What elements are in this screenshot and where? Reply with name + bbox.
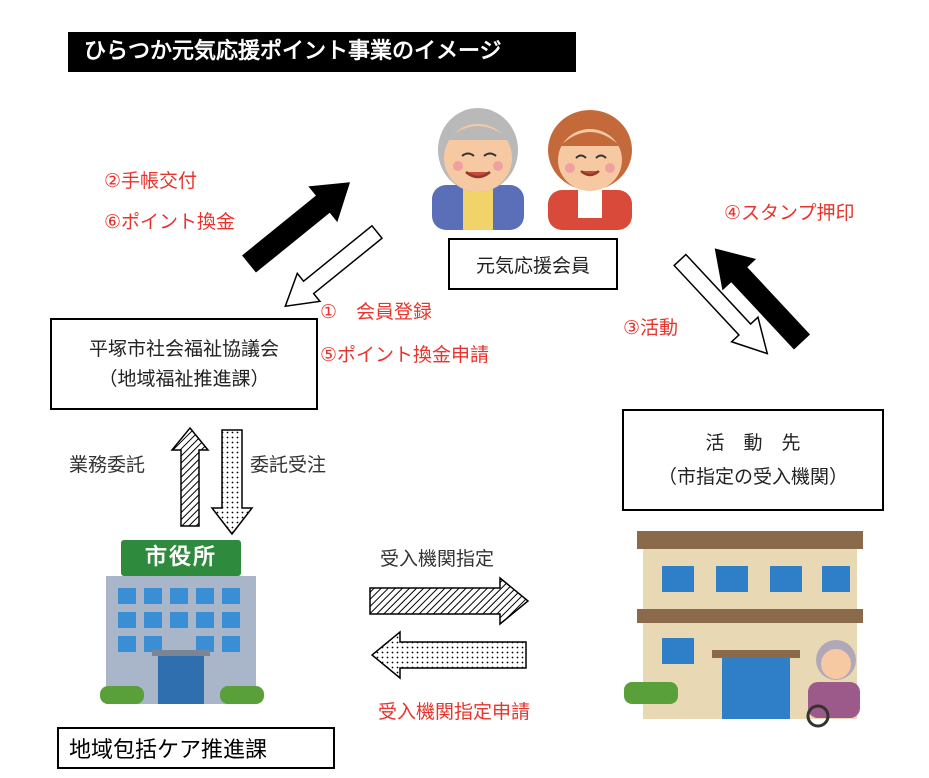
council-box: 平塚市社会福祉協議会 （地域福祉推進課） [50, 318, 318, 410]
arrow-designation-right [369, 576, 530, 626]
label-stamp: ④スタンプ押印 [724, 202, 855, 224]
council-division: （地域福祉推進課） [98, 368, 270, 390]
page-title: ひらつか元気応援ポイント事業のイメージ [68, 32, 576, 72]
care-section-box: 地域包括ケア推進課 [57, 727, 335, 769]
label-registration: ① 会員登録 [320, 301, 433, 323]
label-commission-accept: 委託受注 [250, 454, 327, 476]
activity-site-title: 活 動 先 [705, 432, 801, 454]
label-designation-request: 受入機関指定申請 [378, 701, 531, 723]
label-exchange-request: ⑤ポイント換金申請 [320, 344, 490, 366]
council-name: 平塚市社会福祉協議会 [88, 338, 279, 360]
arrow-designation-left [370, 630, 527, 680]
elderly-couple-icon [432, 108, 632, 230]
care-facility-icon [624, 531, 863, 728]
arrow-to-activity-white [673, 253, 769, 355]
city-hall-icon [100, 540, 264, 704]
arrow-commission-down [210, 429, 254, 536]
city-hall-sign: 市役所 [144, 545, 217, 570]
member-box: 元気応援会員 [448, 238, 618, 290]
arrow-commission-up [170, 426, 210, 527]
arrow-to-member-black [242, 182, 351, 273]
member-label: 元気応援会員 [475, 254, 590, 277]
arrow-to-council-white [284, 224, 384, 308]
care-section-label: 地域包括ケア推進課 [69, 738, 268, 763]
label-business-commission: 業務委託 [69, 454, 146, 476]
label-activity: ③活動 [623, 317, 679, 339]
label-point-exchange: ⑥ポイント換金 [104, 211, 236, 233]
label-notebook: ②手帳交付 [104, 170, 198, 192]
label-designation: 受入機関指定 [380, 548, 495, 570]
activity-site-subtitle: （市指定の受入機関） [657, 466, 848, 488]
arrow-to-member-stamp-black [714, 248, 811, 350]
activity-site-box: 活 動 先 （市指定の受入機関） [622, 409, 884, 511]
